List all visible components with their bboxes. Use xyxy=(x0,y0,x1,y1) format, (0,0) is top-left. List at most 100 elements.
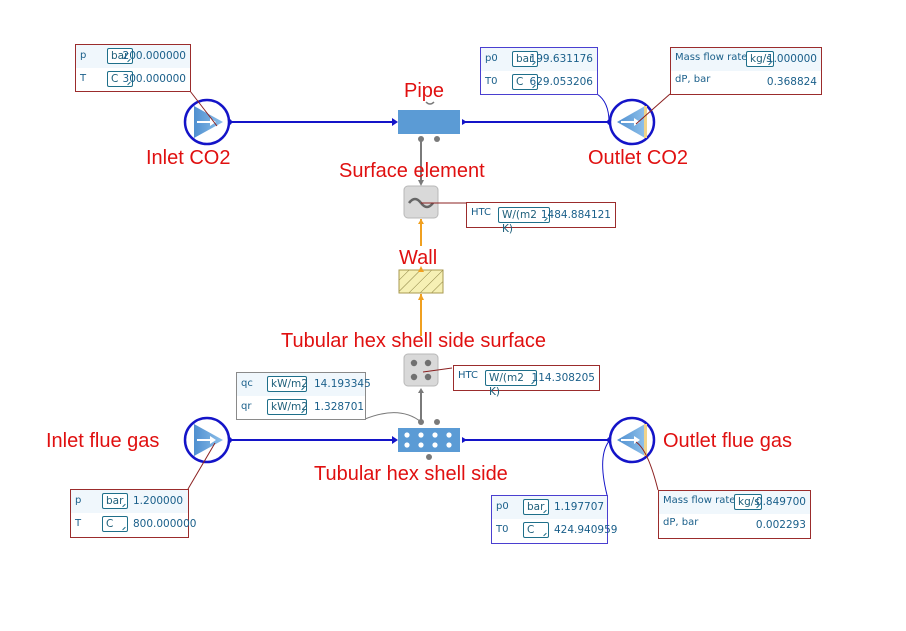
leader-line xyxy=(189,90,218,127)
arrow-head xyxy=(418,294,424,300)
leader-line xyxy=(635,441,659,491)
shell-surface-label: Tubular hex shell side surface xyxy=(281,330,546,352)
param-name: Mass flow rate xyxy=(663,495,736,506)
param-value: 0.368824 xyxy=(766,76,817,88)
unit-selector[interactable]: C xyxy=(523,522,549,538)
unit-selector[interactable]: bar xyxy=(512,51,538,67)
param-value: 1484.884121 xyxy=(540,209,611,221)
unit-selector[interactable]: C xyxy=(107,71,133,87)
shell-surface-icon[interactable] xyxy=(403,353,439,387)
outlet-flue-flow-params: Mass flow rate kg/s 0.849700 dP, bar 0.0… xyxy=(658,490,811,539)
param-row: qr kW/m2 1.328701 xyxy=(237,396,365,419)
param-value: 0.849700 xyxy=(755,496,806,508)
arrow-head xyxy=(418,180,424,186)
param-name: HTC xyxy=(471,207,492,218)
outlet-flue-label: Outlet flue gas xyxy=(663,430,792,452)
unit-selector[interactable]: bar xyxy=(102,493,128,509)
wall-label: Wall xyxy=(399,247,438,269)
param-row: dP, bar 0.368824 xyxy=(671,71,821,94)
inlet-flue-params: p bar 1.200000 T C 800.000000 xyxy=(70,489,196,538)
arrow-head xyxy=(418,266,424,272)
port-dot xyxy=(434,419,440,425)
param-row: T C 800.000000 xyxy=(71,513,196,536)
arrow-head xyxy=(418,388,424,393)
param-value[interactable]: 199.631176 xyxy=(529,53,593,65)
param-name: T xyxy=(80,73,87,84)
leader-line xyxy=(364,412,422,423)
unit-selector[interactable]: W/(m2 K) xyxy=(485,370,537,398)
param-row: Mass flow rate kg/s 0.849700 xyxy=(659,491,810,514)
port-dot xyxy=(434,136,440,142)
unit-selector[interactable]: bar xyxy=(107,48,133,64)
unit-selector[interactable]: kg/s xyxy=(746,51,774,67)
shell-side-label: Tubular hex shell side xyxy=(314,463,508,485)
param-name: T0 xyxy=(496,524,509,535)
param-row: HTC W/(m2 K) 1484.884121 xyxy=(467,203,615,235)
param-name: qr xyxy=(241,401,252,412)
arrow-head xyxy=(392,436,398,444)
shell-surface-params: HTC W/(m2 K) 114.308205 xyxy=(453,365,600,398)
param-value[interactable]: 800.000000 xyxy=(133,518,197,530)
pipe-label: Pipe xyxy=(404,80,445,102)
outlet-co2-icon[interactable] xyxy=(608,98,656,146)
param-value[interactable]: 300.000000 xyxy=(122,73,186,85)
param-value: 424.940959 xyxy=(554,524,618,536)
param-value[interactable]: 1.000000 xyxy=(766,53,817,65)
param-value: 114.308205 xyxy=(531,372,595,384)
param-name: p0 xyxy=(485,53,498,64)
unit-selector[interactable]: kg/s xyxy=(734,494,762,510)
surface-element-params: HTC W/(m2 K) 1484.884121 xyxy=(466,202,616,235)
param-name: qc xyxy=(241,378,253,389)
param-row: p0 bar 1.197707 xyxy=(492,496,607,519)
param-row: p0 bar 199.631176 xyxy=(481,48,597,71)
leader-line xyxy=(596,93,610,123)
param-name: p xyxy=(75,495,82,506)
shell-side-params: qc kW/m2 14.193345 qr kW/m2 1.328701 xyxy=(236,372,371,420)
leader-line xyxy=(187,442,216,490)
param-row: Mass flow rate kg/s 1.000000 xyxy=(671,48,821,71)
unit-selector[interactable]: bar xyxy=(523,499,549,515)
param-value: 1.197707 xyxy=(554,501,605,513)
param-row: T0 C 629.053206 xyxy=(481,71,597,94)
inlet-co2-params: p bar 200.000000 T C 300.000000 xyxy=(75,44,191,92)
unit-selector[interactable]: C xyxy=(102,516,128,532)
param-name: p xyxy=(80,50,87,61)
param-name: Mass flow rate xyxy=(675,52,748,63)
param-name: T0 xyxy=(485,76,498,87)
unit-selector[interactable]: C xyxy=(512,74,538,90)
param-value[interactable]: 1.200000 xyxy=(133,495,184,507)
inlet-co2-icon[interactable] xyxy=(183,98,231,146)
param-row: qc kW/m2 14.193345 xyxy=(237,373,371,396)
pipe-icon[interactable] xyxy=(398,110,460,134)
param-name: dP, bar xyxy=(675,74,711,85)
unit-selector[interactable]: kW/m2 xyxy=(267,399,308,415)
unit-selector[interactable]: kW/m2 xyxy=(267,376,308,392)
outlet-flue-icon[interactable] xyxy=(608,416,656,464)
outlet-co2-label: Outlet CO2 xyxy=(588,147,689,169)
outlet-co2-flow-params: Mass flow rate kg/s 1.000000 dP, bar 0.3… xyxy=(670,47,822,95)
param-name: p0 xyxy=(496,501,509,512)
leader-line xyxy=(635,93,671,125)
param-row: T C 300.000000 xyxy=(76,68,190,91)
param-value: 14.193345 xyxy=(314,378,371,390)
param-name: HTC xyxy=(458,370,479,381)
param-name: T xyxy=(75,518,82,529)
shell-side-icon[interactable] xyxy=(398,428,460,452)
port-dot xyxy=(426,454,432,460)
surface-element-icon[interactable] xyxy=(403,185,439,219)
arrow-head xyxy=(392,118,398,126)
arrow-head xyxy=(462,119,467,125)
param-value: 1.328701 xyxy=(314,401,365,413)
outlet-flue-stagnation-params: p0 bar 1.197707 T0 C 424.940959 xyxy=(491,495,617,544)
param-name: dP, bar xyxy=(663,517,699,528)
param-value[interactable]: 200.000000 xyxy=(122,50,186,62)
param-row: p bar 1.200000 xyxy=(71,490,188,513)
param-value[interactable]: 629.053206 xyxy=(529,76,593,88)
param-row: p bar 200.000000 xyxy=(76,45,190,68)
inlet-co2-label: Inlet CO2 xyxy=(146,147,231,169)
wall-icon[interactable] xyxy=(398,269,444,294)
inlet-flue-icon[interactable] xyxy=(183,416,231,464)
leader-line xyxy=(602,439,611,496)
unit-selector[interactable]: W/(m2 K) xyxy=(498,207,550,235)
